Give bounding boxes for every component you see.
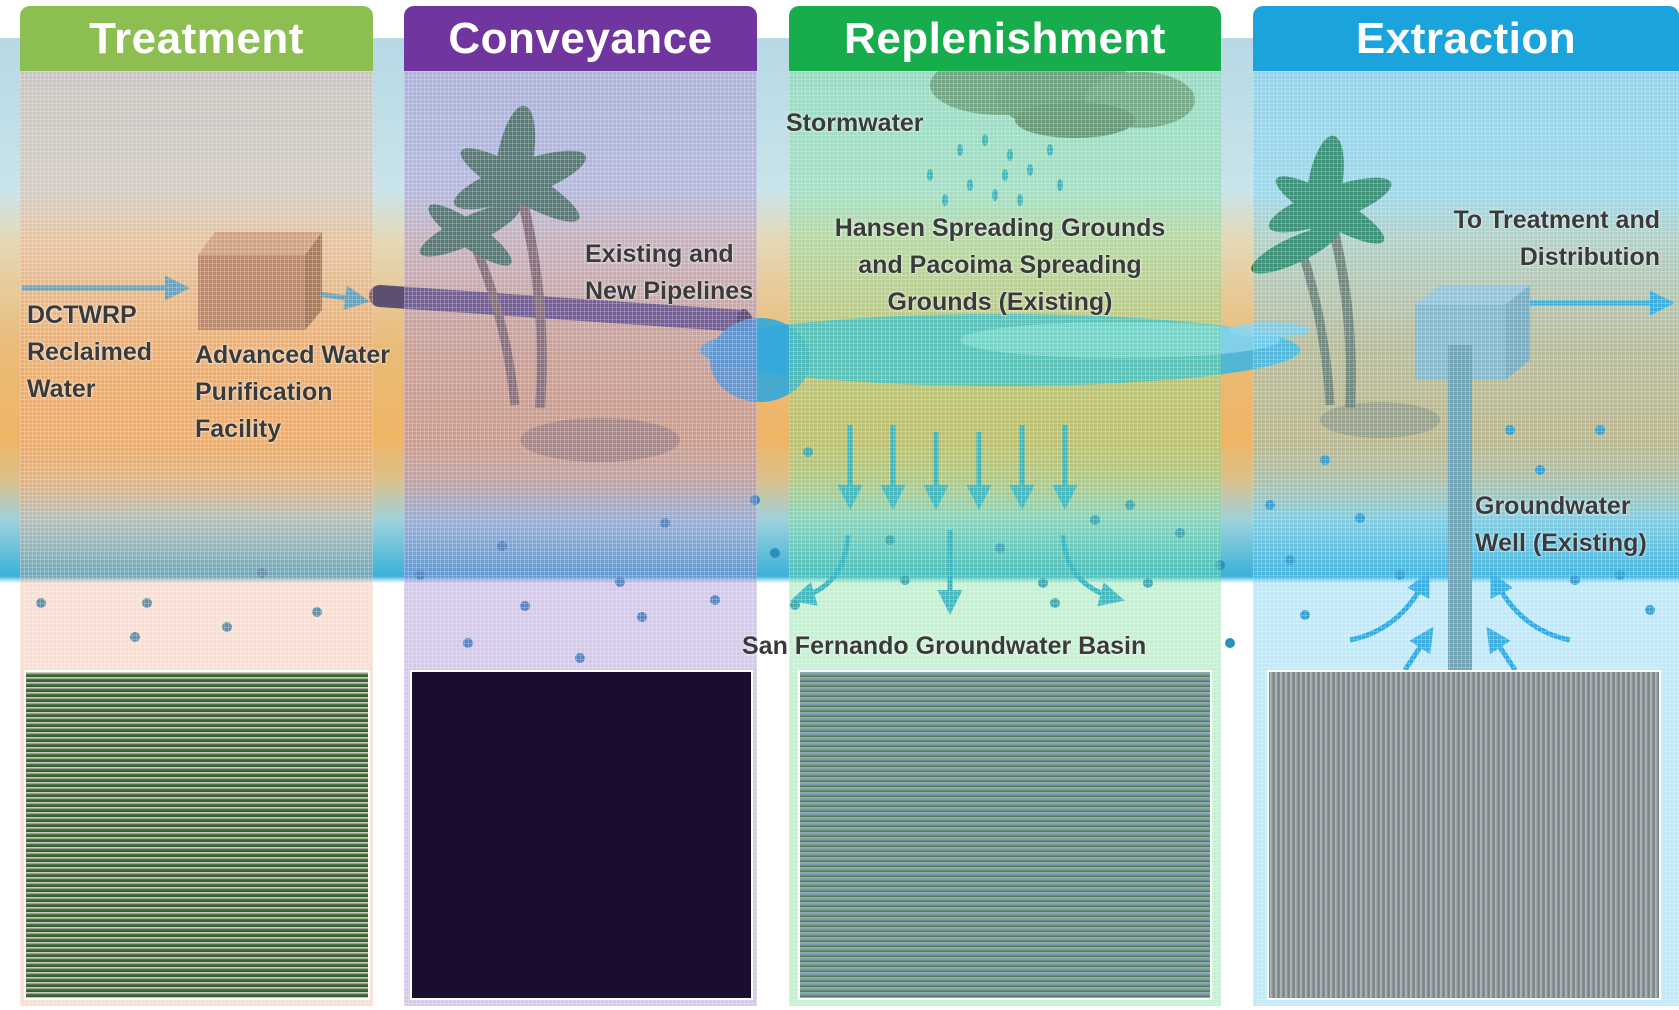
- panel-replenishment-header: Replenishment: [789, 6, 1221, 71]
- photo-purple-pipes: [410, 670, 753, 1000]
- palm-trees-conveyance: [419, 105, 680, 462]
- infiltration-arrows: [790, 425, 1125, 615]
- panel-treatment-title: Treatment: [89, 13, 304, 63]
- well-inflow-arrows: [1349, 571, 1571, 672]
- label-groundwater-basin: San Fernando Groundwater Basin: [742, 632, 1147, 660]
- label-reclaimed-water: DCTWRP Reclaimed Water: [27, 301, 153, 403]
- label-stormwater: Stormwater: [786, 109, 924, 137]
- label-groundwater-well: Groundwater Well (Existing): [1475, 492, 1647, 557]
- panel-conveyance-title: Conveyance: [448, 13, 713, 63]
- photo-spreading-grounds-aerial: [798, 670, 1212, 1000]
- photo-well-no-7: [1267, 670, 1661, 1000]
- purification-facility-box: [198, 232, 322, 330]
- panel-treatment-header: Treatment: [20, 6, 373, 71]
- label-advanced-water-purification: Advanced Water Purification Facility: [195, 341, 390, 443]
- photo-treatment-plant-aerial: [24, 670, 370, 1000]
- label-treatment-distribution: To Treatment and Distribution: [1453, 206, 1660, 271]
- panel-conveyance-header: Conveyance: [404, 6, 757, 71]
- palm-trees-extraction: [1251, 135, 1440, 438]
- rain-drops: [927, 134, 1063, 206]
- panel-extraction-title: Extraction: [1355, 13, 1577, 63]
- groundwater-well: [1415, 285, 1675, 670]
- panel-extraction-header: Extraction: [1253, 6, 1679, 71]
- label-spreading-grounds: Hansen Spreading Grounds and Pacoima Spr…: [834, 214, 1166, 316]
- groundwater-bubbles: [36, 425, 1655, 663]
- spreading-water: [700, 314, 1310, 402]
- label-pipelines: Existing and New Pipelines: [585, 240, 754, 305]
- panel-replenishment-title: Replenishment: [844, 13, 1166, 63]
